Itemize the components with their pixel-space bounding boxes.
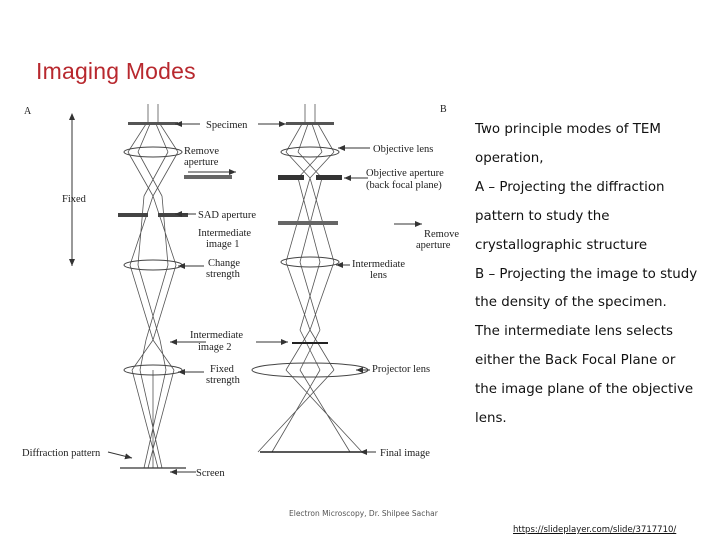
panel-a-label: A — [24, 106, 32, 117]
objective-aperture-b — [278, 175, 304, 180]
body-line: Two principle modes of TEM — [475, 122, 661, 137]
sad-aperture-a-right — [158, 213, 188, 217]
label-diffraction-pattern: Diffraction pattern — [22, 448, 101, 459]
sad-aperture-removed-b — [278, 221, 338, 225]
panel-b-label: B — [440, 104, 447, 115]
body-line: crystallographic structure — [475, 237, 648, 253]
specimen-plate-b — [286, 122, 334, 125]
label-objective-aperture-2: (back focal plane) — [366, 180, 442, 191]
label-final-image: Final image — [380, 448, 430, 459]
diffraction-pattern-arrow — [107, 451, 133, 460]
label-change-strength-1: Change — [208, 258, 240, 269]
label-fixed-strength-2: strength — [206, 375, 241, 386]
label-intermediate-image2-1: Intermediate — [190, 330, 243, 341]
objective-lens-b — [280, 146, 340, 158]
specimen-plate-a — [128, 122, 178, 125]
label-intermediate-lens-1: Intermediate — [352, 259, 405, 270]
body-line: the image plane of the objective — [475, 382, 694, 398]
label-objective-lens: Objective lens — [373, 144, 433, 155]
footer-credit: Electron Microscopy, Dr. Shilpee Sachar — [289, 509, 438, 518]
intermediate-lens-a — [123, 259, 183, 271]
label-screen: Screen — [196, 468, 225, 479]
slide-body-text: Two principle modes of TEM operation, A … — [475, 116, 715, 434]
objective-lens-a — [123, 146, 183, 158]
label-remove-aperture-top-1: Remove — [184, 146, 219, 157]
source-link[interactable]: https://slideplayer.com/slide/3717710/ — [513, 525, 677, 535]
body-line: lens. — [475, 411, 507, 427]
objective-aperture-b-right — [316, 175, 342, 180]
tem-imaging-modes-diagram: A B — [22, 104, 459, 479]
label-projector-lens: Projector lens — [372, 364, 430, 375]
sad-aperture-a — [118, 213, 148, 217]
label-specimen: Specimen — [206, 120, 248, 131]
intermediate-lens-b — [280, 256, 340, 268]
body-line: either the Back Focal Plane or — [475, 353, 676, 369]
label-intermediate-image2-2: image 2 — [198, 342, 232, 353]
slide-title: Imaging Modes — [36, 58, 196, 84]
label-intermediate-image1-2: image 1 — [206, 239, 240, 250]
label-remove-aperture-top-2: aperture — [184, 157, 219, 168]
body-line: The intermediate lens selects — [475, 324, 674, 340]
column-b-ray-diagram — [257, 104, 363, 453]
label-remove-aperture-right-2: aperture — [416, 240, 451, 251]
label-sad-aperture: SAD aperture — [198, 210, 256, 221]
body-line: B – Projecting the image to study — [475, 266, 698, 282]
label-intermediate-lens-2: lens — [370, 270, 387, 281]
label-remove-aperture-right-1: Remove — [424, 229, 459, 240]
label-intermediate-image1-1: Intermediate — [198, 228, 251, 239]
column-a-ray-diagram — [127, 104, 179, 469]
body-line: pattern to study the — [475, 208, 610, 224]
label-fixed-strength-1: Fixed — [210, 364, 235, 375]
body-line: operation, — [475, 150, 544, 166]
label-objective-aperture-1: Objective aperture — [366, 168, 444, 179]
projector-lens-b — [251, 362, 369, 378]
body-line: A – Projecting the diffraction — [475, 179, 665, 195]
label-change-strength-2: strength — [206, 269, 241, 280]
label-fixed: Fixed — [62, 194, 87, 205]
objective-aperture-removed-a — [184, 175, 232, 179]
body-line: the density of the specimen. — [475, 295, 667, 311]
